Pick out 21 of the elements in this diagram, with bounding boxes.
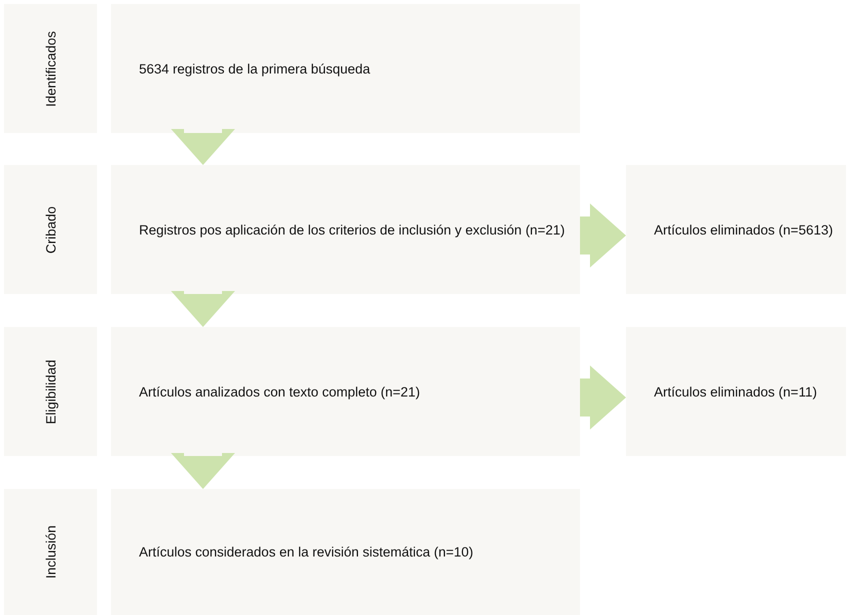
box-text: Artículos eliminados (n=11) xyxy=(654,384,817,399)
block-arrow xyxy=(171,129,235,165)
block-arrow xyxy=(580,366,626,430)
stage-label: Inclusión xyxy=(43,525,58,579)
process-box xyxy=(111,489,580,615)
process-box xyxy=(111,165,580,294)
box-text: Registros pos aplicación de los criterios de inclusión y exclusión (n=21) xyxy=(139,222,565,237)
process-box xyxy=(111,4,580,133)
stage-label: Identificados xyxy=(43,30,58,106)
block-arrow xyxy=(580,204,626,268)
process-box xyxy=(111,327,580,456)
box-text: 5634 registros de la primera búsqueda xyxy=(139,61,370,76)
box-text: Artículos considerados en la revisión sistemática (n=10) xyxy=(139,544,474,560)
box-text: Artículos eliminados (n=5613) xyxy=(654,222,833,237)
box-text: Artículos analizados con texto completo (n=21) xyxy=(139,384,420,399)
exclusion-box xyxy=(626,327,846,456)
block-arrow xyxy=(171,453,235,489)
block-arrow xyxy=(171,291,235,327)
stage-label: Eligibilidad xyxy=(43,359,58,424)
exclusion-box xyxy=(626,165,846,294)
stage-label: Cribado xyxy=(43,206,58,254)
